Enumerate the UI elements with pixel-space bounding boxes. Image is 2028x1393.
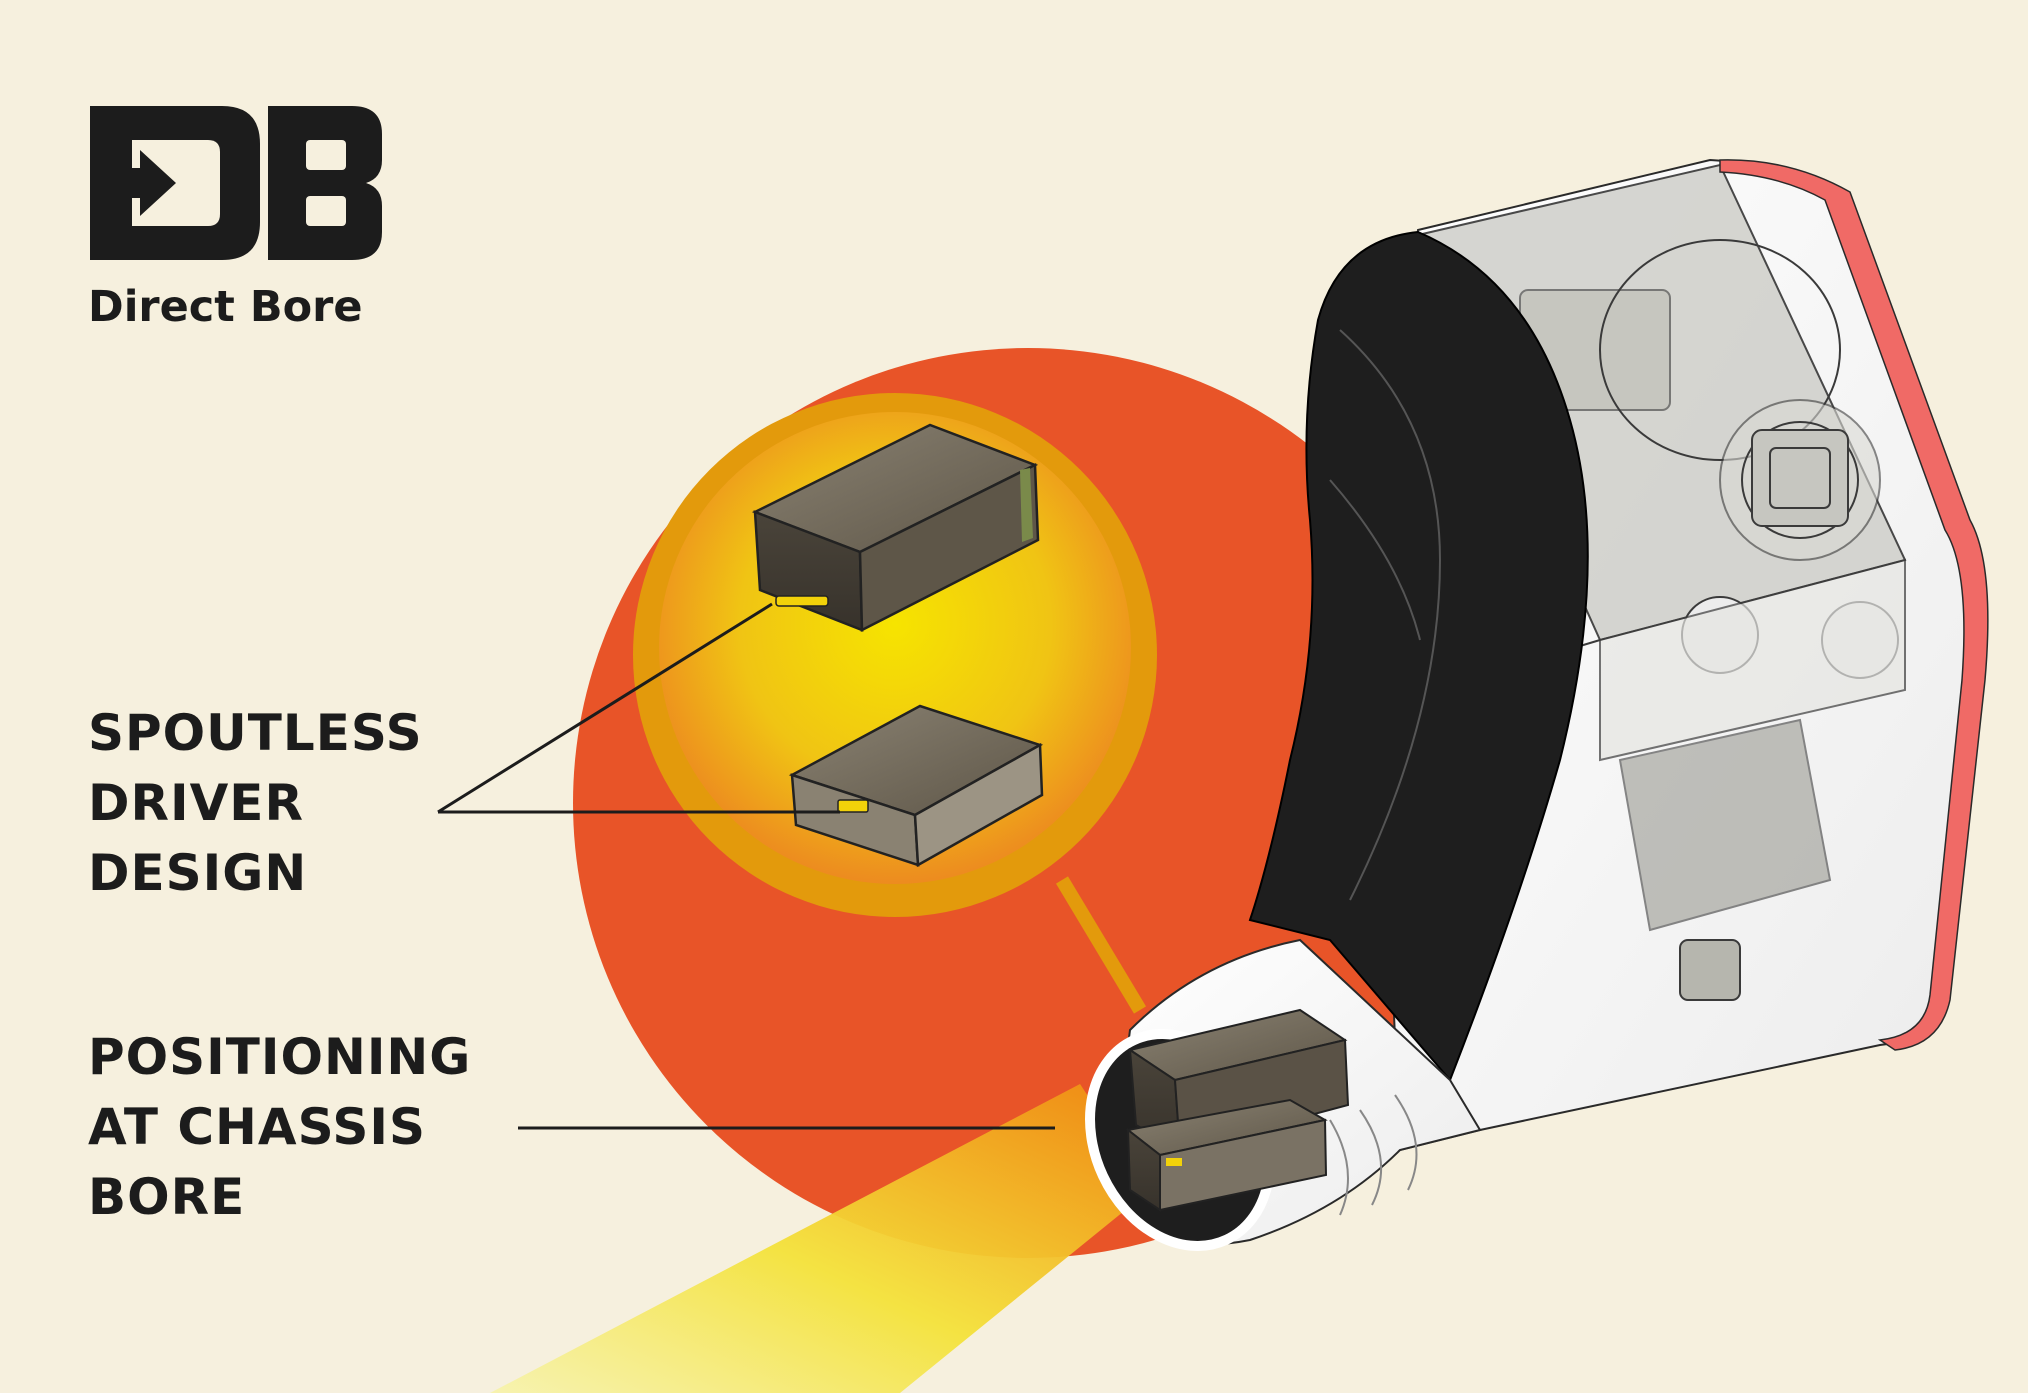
light-beam bbox=[490, 1084, 1150, 1393]
shell-dark-faceplate bbox=[1248, 230, 1589, 1082]
faceplate-contour bbox=[1339, 329, 1442, 901]
glow-driver-lower bbox=[788, 704, 1044, 868]
bore-rings bbox=[1329, 1094, 1418, 1216]
faceplate-contour-2 bbox=[1329, 479, 1421, 641]
internal-components bbox=[1399, 239, 1906, 1001]
callout-line: DRIVER bbox=[88, 774, 304, 832]
glow-connector bbox=[1055, 876, 1147, 1014]
callout-line: SPOUTLESS bbox=[88, 704, 423, 762]
leader-spoutless-upper bbox=[437, 602, 773, 814]
callout-line: DESIGN bbox=[88, 844, 308, 902]
callout-line: AT CHASSIS bbox=[88, 1098, 426, 1156]
callout-line: BORE bbox=[88, 1168, 246, 1226]
callout-positioning-at-chassis-bore: POSITIONING AT CHASSIS BORE bbox=[88, 1022, 471, 1232]
logo-arrow-icon bbox=[90, 150, 176, 216]
brand-name: Direct Bore bbox=[88, 282, 363, 332]
leader-lines bbox=[437, 602, 1055, 1130]
bore-driver-lower bbox=[1125, 1098, 1328, 1212]
callout-spoutless-driver-design: SPOUTLESS DRIVER DESIGN bbox=[88, 698, 423, 908]
glow-driver-upper bbox=[751, 423, 1040, 633]
shell-red-edge bbox=[1719, 159, 1989, 1051]
callout-line: POSITIONING bbox=[88, 1028, 472, 1086]
